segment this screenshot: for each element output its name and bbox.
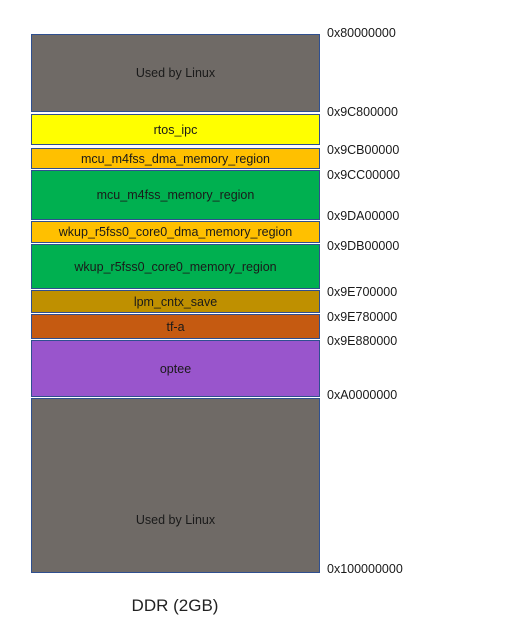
region-label: wkup_r5fss0_core0_memory_region <box>74 259 277 274</box>
region-optee: optee <box>31 340 320 397</box>
region-tfa: tf-a <box>31 314 320 339</box>
address-label: 0x9C800000 <box>327 105 398 119</box>
region-label: mcu_m4fss_memory_region <box>96 188 255 202</box>
region-lpm: lpm_cntx_save <box>31 290 320 313</box>
region-rtos-ipc: rtos_ipc <box>31 114 320 145</box>
region-label: mcu_m4fss_dma_memory_region <box>81 151 270 166</box>
region-label: optee <box>159 361 192 376</box>
region-label: Used by Linux <box>135 66 216 80</box>
address-label: 0x100000000 <box>327 562 403 576</box>
region-mcu-dma: mcu_m4fss_dma_memory_region <box>31 148 320 169</box>
region-mcu-mem: mcu_m4fss_memory_region <box>31 170 320 220</box>
address-label: 0x80000000 <box>327 26 396 40</box>
region-label: Used by Linux <box>135 513 216 527</box>
region-label: wkup_r5fss0_core0_dma_memory_region <box>58 225 293 239</box>
region-label: rtos_ipc <box>153 122 198 137</box>
address-label: 0x9CC00000 <box>327 168 400 182</box>
region-linux-top: Used by Linux <box>31 34 320 112</box>
address-label: 0x9CB00000 <box>327 143 400 157</box>
region-wkup-mem: wkup_r5fss0_core0_memory_region <box>31 244 320 289</box>
region-wkup-dma: wkup_r5fss0_core0_dma_memory_region <box>31 221 320 243</box>
region-label: lpm_cntx_save <box>133 294 218 309</box>
address-label: 0x9E700000 <box>327 285 398 299</box>
address-label: 0x9DB00000 <box>327 239 400 253</box>
region-label: tf-a <box>166 319 185 334</box>
address-label: 0x9E880000 <box>327 334 398 348</box>
address-label: 0x9DA00000 <box>327 209 400 223</box>
region-linux-bottom: Used by Linux <box>31 398 320 573</box>
address-label: 0x9E780000 <box>327 310 398 324</box>
memory-map-caption: DDR (2GB) <box>131 596 219 615</box>
address-label: 0xA0000000 <box>327 388 398 402</box>
